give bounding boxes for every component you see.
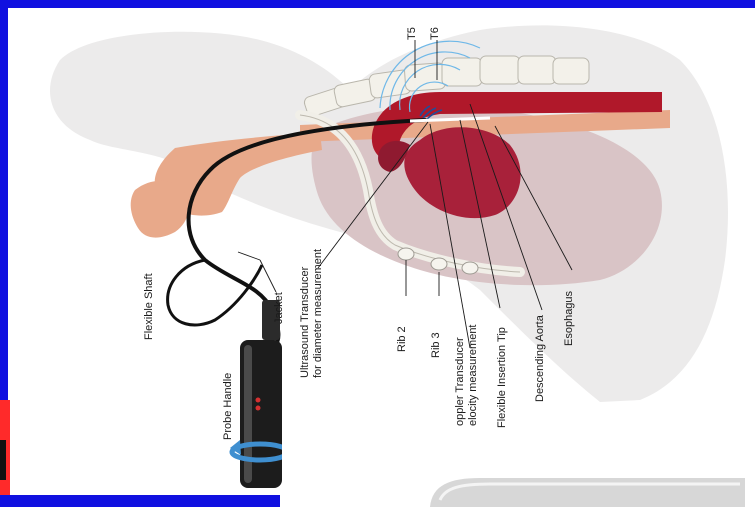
frame-strip xyxy=(0,495,280,507)
label-flexible-tip: Flexible Insertion Tip xyxy=(496,327,508,428)
rib2-oval xyxy=(398,248,414,260)
descending-aorta xyxy=(440,92,662,114)
label-doppler-line1: oppler Transducer xyxy=(454,337,466,426)
label-probe-handle: Probe Handle xyxy=(222,373,234,440)
label-t6: T6 xyxy=(429,27,441,40)
label-esophagus: Esophagus xyxy=(563,290,575,346)
label-ultrasound-line1: Ultrasound Transducer xyxy=(299,266,311,378)
label-ultrasound-line2: for diameter measurement xyxy=(312,249,324,378)
label-flexible-shaft: Flexible Shaft xyxy=(143,273,155,340)
label-doppler-line2: elocity measurement xyxy=(467,325,479,427)
probe-photo xyxy=(282,424,755,507)
frame-dark-strip xyxy=(0,440,6,480)
rib4-oval xyxy=(462,262,478,274)
label-rib2: Rib 2 xyxy=(396,326,408,352)
label-t5: T5 xyxy=(406,27,418,40)
label-jacket: Jacket xyxy=(273,292,285,324)
label-rib3: Rib 3 xyxy=(430,332,442,358)
label-descending-aorta: Descending Aorta xyxy=(534,314,546,402)
rib3-oval xyxy=(431,258,447,270)
